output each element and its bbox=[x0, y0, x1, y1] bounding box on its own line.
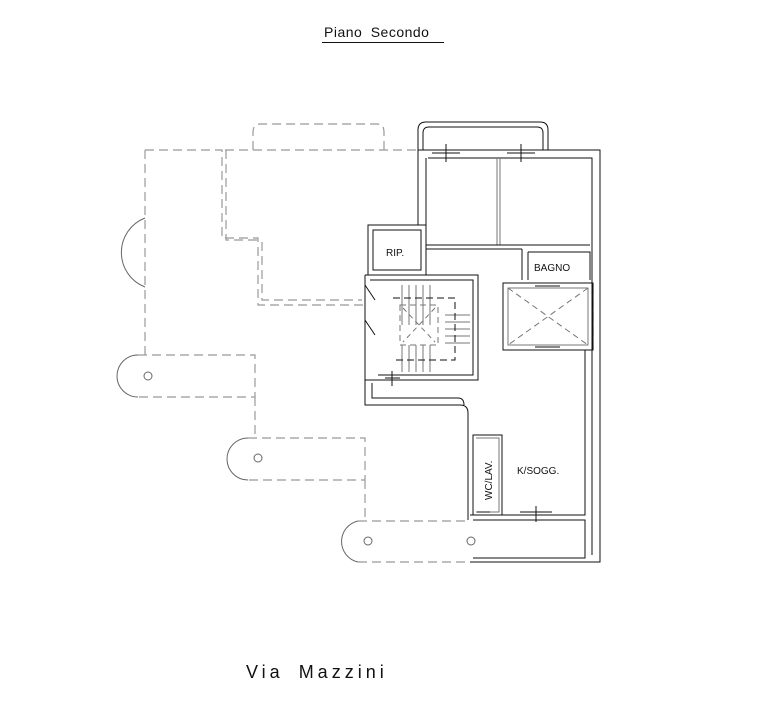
title-underline bbox=[322, 42, 444, 43]
windows bbox=[364, 144, 560, 522]
room-label-bagno: BAGNO bbox=[534, 263, 570, 274]
street-name: Via Mazzini bbox=[246, 662, 388, 682]
room-label-wc: WC/LAV. bbox=[484, 461, 495, 500]
room-label-ksogg: K/SOGG. bbox=[517, 466, 559, 477]
walls bbox=[364, 121, 601, 563]
stairs bbox=[393, 285, 470, 372]
room-label-rip: RIP. bbox=[386, 248, 404, 259]
plan-title: Piano Secondo bbox=[324, 24, 430, 40]
dashed-outline bbox=[138, 123, 594, 563]
